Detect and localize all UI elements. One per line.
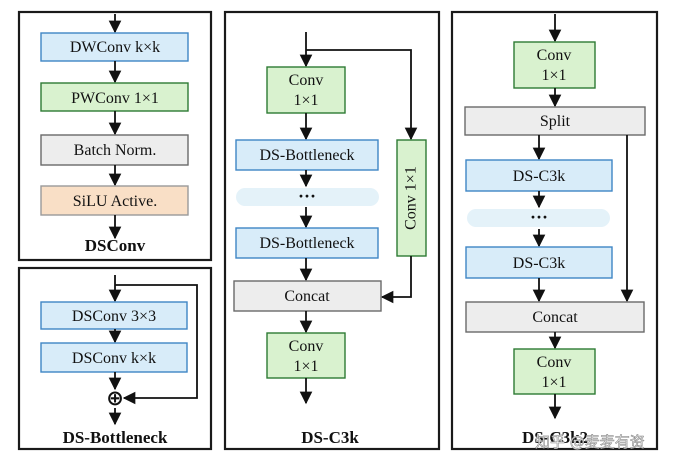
c3k-bottleneck2-label: DS-Bottleneck — [259, 235, 354, 252]
c3k2-concat-label: Concat — [532, 309, 578, 326]
dsc3k2-panel: Conv 1×1 Split DS-C3k ··· DS-C3k Concat … — [450, 10, 659, 451]
c3k2-conv-top-box — [513, 41, 596, 89]
dwconv-label: DWConv k×k — [70, 39, 160, 56]
silu-box — [40, 185, 189, 216]
c3k-conv-top-box — [266, 66, 346, 114]
c3k2-conv-bottom-label-1: Conv — [537, 354, 572, 371]
dsc3k2-title: DS-C3k2 — [522, 428, 588, 447]
dsconvk-box — [40, 342, 188, 373]
c3k2-dots: ··· — [530, 207, 548, 227]
c3k-conv-bottom-label-1: Conv — [289, 338, 324, 355]
dsc3k-title: DS-C3k — [301, 428, 359, 447]
c3k2-split-box — [464, 106, 646, 136]
c3k2-c3k1-box — [465, 159, 613, 192]
c3k-bottleneck1-box — [235, 139, 379, 171]
c3k2-c3k2-box — [465, 246, 613, 279]
dsconv3-label: DSConv 3×3 — [72, 308, 156, 325]
arrow-to-side-conv — [306, 49, 418, 141]
c3k2-split-label: Split — [540, 113, 571, 130]
c3k-repeat-band — [236, 188, 379, 206]
pwconv-box — [40, 82, 189, 112]
c3k-bottleneck2-box — [235, 227, 379, 259]
dsconv3-box — [40, 301, 188, 330]
c3k-side-conv-label: Conv 1×1 — [403, 166, 420, 230]
dsconv-title: DSConv — [85, 236, 146, 255]
c3k-concat-box — [233, 280, 382, 312]
c3k-conv-top-label-1: Conv — [289, 72, 324, 89]
c3k2-conv-top-label-2: 1×1 — [541, 67, 566, 84]
c3k-conv-bottom-label-2: 1×1 — [293, 358, 318, 375]
c3k2-conv-bottom-box — [513, 348, 596, 395]
c3k2-c3k1-label: DS-C3k — [513, 168, 565, 185]
dsconvk-label: DSConv k×k — [72, 350, 156, 367]
c3k2-repeat-band — [467, 209, 610, 227]
c3k-concat-label: Concat — [284, 288, 330, 305]
c3k2-concat-box — [465, 301, 645, 333]
dsc3k-panel: Conv 1×1 DS-Bottleneck ··· DS-Bottleneck… — [223, 10, 441, 451]
dsconv-panel: DWConv k×k PWConv 1×1 Batch Norm. SiLU A… — [17, 10, 213, 262]
watermark: 知乎 @麦麦有资 — [535, 433, 645, 451]
dwconv-box — [40, 32, 189, 62]
residual-connection — [115, 284, 198, 405]
c3k2-conv-bottom-label-2: 1×1 — [541, 374, 566, 391]
arrow-side-conv-concat — [380, 256, 412, 304]
c3k2-c3k2-label: DS-C3k — [513, 255, 565, 272]
pwconv-label: PWConv 1×1 — [71, 90, 159, 107]
c3k-side-conv-box — [396, 139, 427, 257]
c3k-dots: ··· — [298, 186, 316, 206]
silu-label: SiLU Active. — [73, 193, 157, 210]
c3k-conv-bottom-box — [266, 332, 346, 379]
c3k2-conv-top-label-1: Conv — [537, 47, 572, 64]
add-icon: ⊕ — [106, 386, 124, 410]
c3k-conv-top-label-2: 1×1 — [293, 92, 318, 109]
batchnorm-label: Batch Norm. — [74, 142, 157, 159]
c3k-bottleneck1-label: DS-Bottleneck — [259, 147, 354, 164]
dsbottleneck-title: DS-Bottleneck — [63, 428, 168, 447]
dsbottleneck-panel: DSConv 3×3 DSConv k×k ⊕ DS-Bottleneck — [17, 266, 213, 451]
